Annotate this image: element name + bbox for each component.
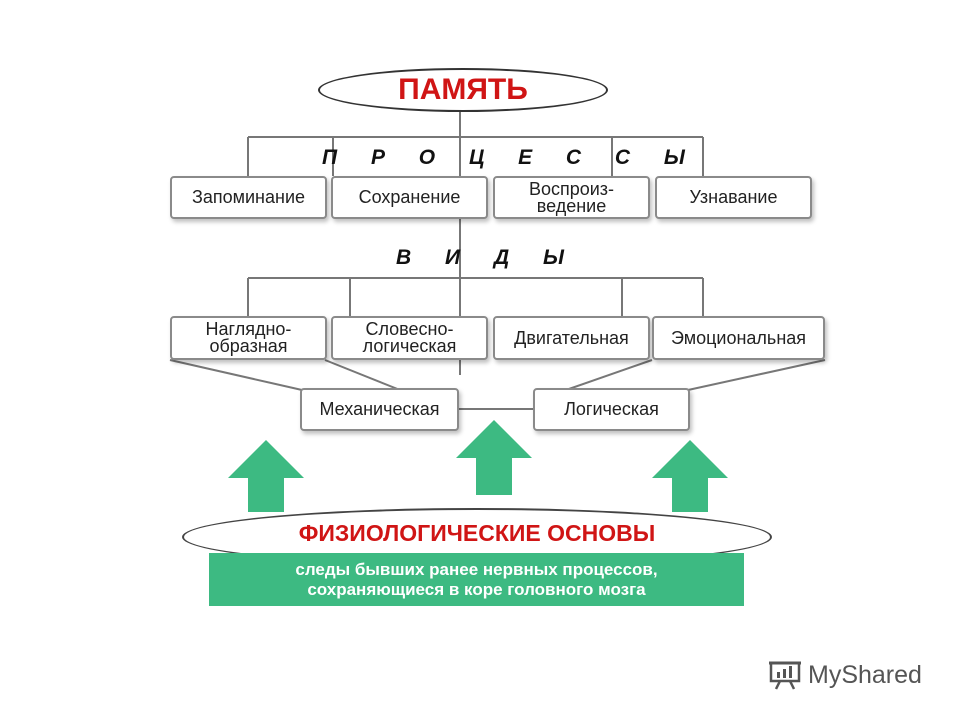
type-box: Словесно- логическая xyxy=(331,316,488,360)
type-label: Двигательная xyxy=(514,327,629,348)
memory-title-oval: ПАМЯТЬ xyxy=(318,68,608,112)
process-label: Сохранение xyxy=(358,187,461,207)
physiological-basis-title: ФИЗИОЛОГИЧЕСКИЕ ОСНОВЫ xyxy=(298,519,656,546)
types-label: В И Д Ы xyxy=(396,246,578,269)
process-box: Воспроиз- ведение xyxy=(493,176,650,219)
type-box: Наглядно- образная xyxy=(170,316,327,360)
logical-box: Логическая xyxy=(533,388,690,431)
processes-label: П Р О Ц Е С С Ы xyxy=(322,146,699,169)
mechanical-box: Механическая xyxy=(300,388,459,431)
process-box: Узнавание xyxy=(655,176,812,219)
basis-line: следы бывших ранее нервных процессов, xyxy=(295,559,658,579)
type-label: Наглядно- образная xyxy=(205,319,292,356)
watermark-text: MyShared xyxy=(808,660,922,689)
physiological-basis-banner: следы бывших ранее нервных процессов, со… xyxy=(209,553,744,606)
mechanical-label: Механическая xyxy=(319,399,440,419)
process-label: Воспроиз- ведение xyxy=(528,178,615,216)
presentation-icon xyxy=(769,661,801,690)
basis-line: сохраняющиеся в коре головного мозга xyxy=(307,579,646,599)
type-box: Эмоциональная xyxy=(652,316,825,360)
memory-title: ПАМЯТЬ xyxy=(398,73,528,106)
type-label: Словесно- логическая xyxy=(362,319,457,356)
myshared-logo: MyShared xyxy=(768,660,922,690)
type-label: Эмоциональная xyxy=(670,327,807,348)
process-label: Узнавание xyxy=(689,187,778,207)
process-box: Запоминание xyxy=(170,176,327,219)
type-box: Двигательная xyxy=(493,316,650,360)
process-label: Запоминание xyxy=(191,187,306,207)
process-box: Сохранение xyxy=(331,176,488,219)
logical-label: Логическая xyxy=(564,399,659,419)
